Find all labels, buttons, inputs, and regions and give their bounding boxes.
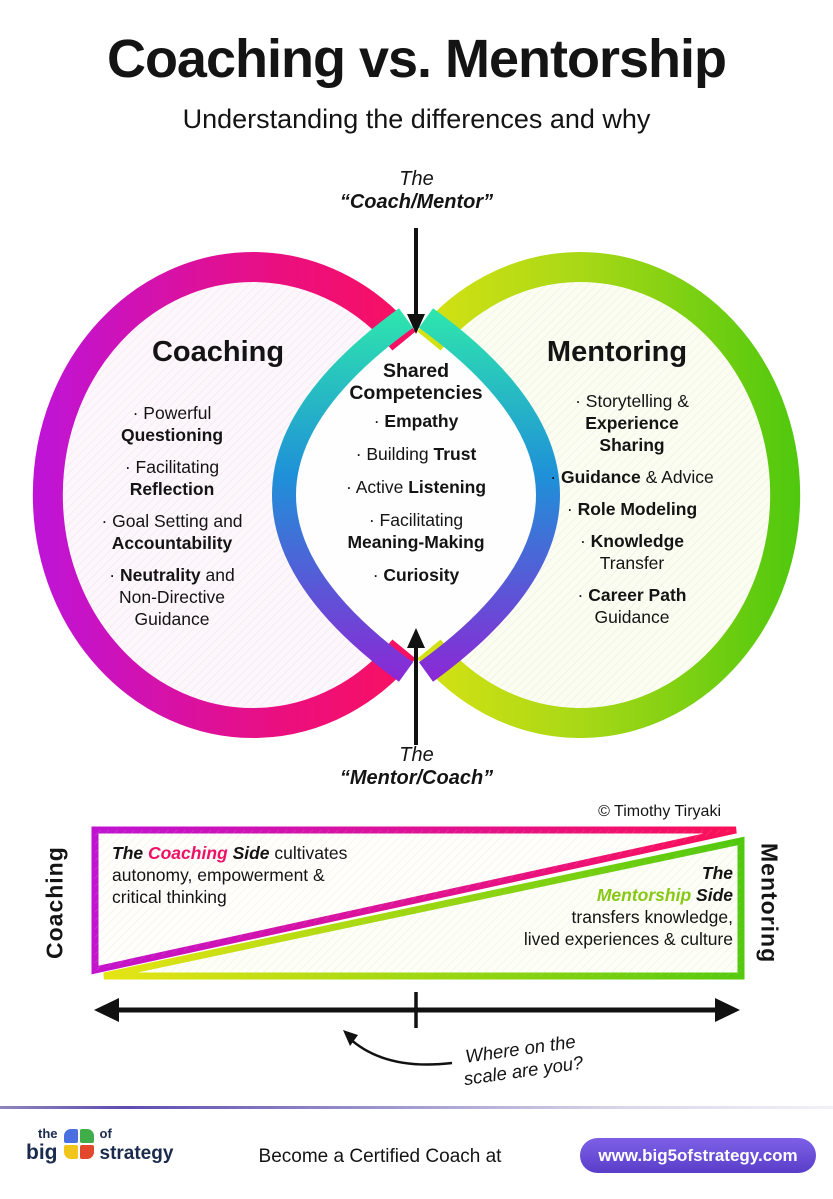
scale-axis (94, 992, 740, 1066)
left-arrow-icon (94, 998, 119, 1022)
coaching-heading: Coaching (151, 336, 285, 368)
logo-yellow-square (63, 1145, 78, 1159)
coach-mentor-label: The “Coach/Mentor” (0, 168, 833, 214)
page-subtitle: Understanding the differences and why (182, 104, 651, 134)
venn-diagram (32, 228, 801, 745)
annotation-arrow-head (343, 1030, 358, 1046)
website-url-button[interactable]: www.big5ofstrategy.com (580, 1138, 816, 1173)
coach-mentor-label-the: The (399, 168, 434, 190)
logo-red-square (79, 1145, 94, 1159)
up-arrow-icon (407, 628, 425, 648)
mentoring-heading: Mentoring (546, 336, 688, 368)
down-arrow-icon (407, 314, 425, 334)
logo-left-words: the big (26, 1127, 58, 1163)
copyright-text: © Timothy Tiryaki (598, 803, 721, 820)
logo-word-big: big (26, 1141, 58, 1164)
lens-ring-right (418, 308, 560, 682)
list-item: · Building Trust (355, 444, 477, 465)
list-item: · Guidance & Advice (550, 467, 714, 488)
list-item: · Empathy (373, 411, 459, 431)
mentoring-ring (417, 252, 801, 738)
coaching-axis-label: Coaching (41, 846, 68, 960)
logo-word-strategy: strategy (99, 1143, 174, 1164)
mentor-coach-label-text: “Mentor/Coach” (339, 767, 494, 789)
right-arrow-icon (715, 998, 740, 1022)
mentoring-axis-label: Mentoring (756, 842, 783, 964)
annotation-arrow-curve (347, 1036, 453, 1066)
logo-green-square (79, 1129, 94, 1143)
mentoring-triangle-hatch (104, 841, 741, 976)
logo-right-words: of strategy (100, 1127, 174, 1163)
shared-competencies-list: · Empathy · Building Trust · Active List… (321, 410, 511, 597)
brand-logo: the big of strategy (26, 1127, 173, 1163)
list-item: · Active Listening (345, 477, 487, 498)
coaching-ring (32, 252, 416, 738)
coaching-triangle-hatch (95, 830, 736, 970)
logo-word-the: the (38, 1126, 58, 1141)
shared-lens-fill (292, 312, 540, 678)
mentor-coach-label-the: The (399, 744, 434, 766)
coach-mentor-label-text: “Coach/Mentor” (339, 191, 494, 213)
footer-divider (0, 1106, 833, 1109)
page-title: Coaching vs. Mentorship (106, 29, 727, 89)
scale-triangles (91, 826, 745, 980)
list-item: · Role Modeling (566, 499, 698, 520)
lens-ring-left (272, 308, 414, 682)
logo-pinwheel-icon (63, 1129, 94, 1159)
certified-coach-cta: Become a Certified Coach at (258, 1146, 502, 1167)
logo-word-of: of (99, 1126, 112, 1141)
shared-competencies-heading: Shared Competencies (349, 360, 483, 405)
logo-blue-square (63, 1129, 78, 1143)
list-item: · Curiosity (372, 565, 460, 586)
mentor-coach-label: The “Mentor/Coach” (0, 744, 833, 790)
